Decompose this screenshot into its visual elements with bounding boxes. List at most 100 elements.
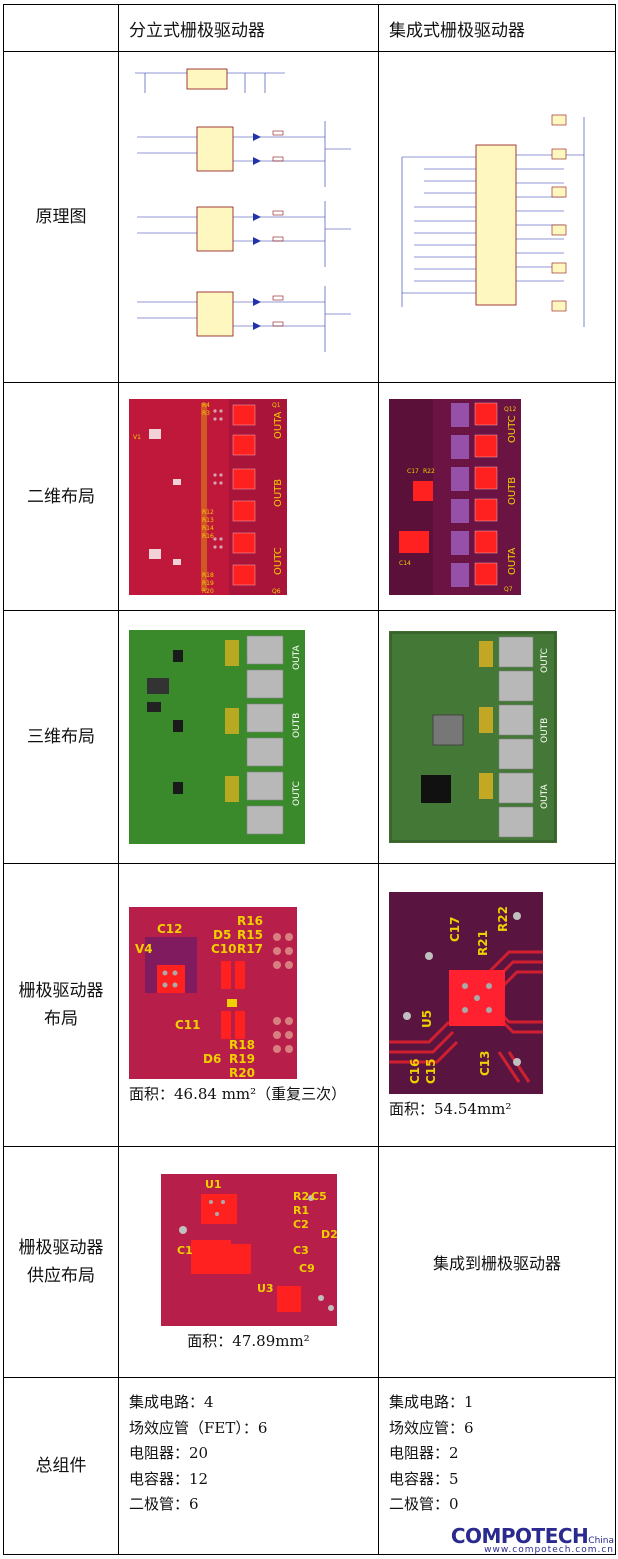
discrete-supply-layout-image: U1 R2 C5 R1 C2 C1 C3 D2 C9 U3 — [160, 1173, 337, 1326]
gate-layout-row: 栅极驱动器 布局 C12 V4 D5 C10 R16 R15 — [3, 863, 616, 1147]
integrated-gate-layout-image: C17 R21 R22 U5 C16 C15 C13 — [389, 891, 543, 1094]
integrated-gate-area: 面积：54.54mm² — [389, 1099, 512, 1118]
ref-r21-gate: R21 — [476, 930, 490, 956]
integrated-diode-count: 二极管：0 — [389, 1495, 459, 1513]
out-c-label-int: OUTC — [507, 415, 518, 443]
row-label-layout3d: 三维布局 — [3, 610, 119, 864]
discrete-resistor-count: 电阻器：20 — [129, 1444, 209, 1462]
components-row: 总组件 集成电路：4 场效应管（FET）：6 电阻器：20 电容器：12 二极管… — [3, 1377, 616, 1555]
row-label-gate-layout: 栅极驱动器 布局 — [3, 863, 119, 1147]
integrated-supply-text: 集成到栅极驱动器 — [378, 1146, 616, 1378]
discrete-layout2d-cell: V1 R4 R3 Q1 OUTA OUTB OUTC R12 R13 R14 R… — [118, 382, 379, 611]
schematic-stage-c — [136, 286, 351, 352]
ref-r22-gate: R22 — [496, 906, 510, 932]
ref-c11-gate: C11 — [175, 1018, 201, 1032]
discrete-supply-layout-cell: U1 R2 C5 R1 C2 C1 C3 D2 C9 U3 面积：47.89mm… — [118, 1146, 379, 1378]
out-c-label: OUTC — [273, 547, 284, 575]
ref-c12-gate: C12 — [157, 922, 183, 936]
layout3d-row: 三维布局 OUTA OUTB OUTC — [3, 610, 616, 864]
discrete-diode-count: 二极管：6 — [129, 1495, 199, 1513]
ref-r20-gate: R20 — [229, 1066, 255, 1079]
discrete-layout3d-cell: OUTA OUTB OUTC — [118, 610, 379, 864]
header-discrete: 分立式栅极驱动器 — [118, 4, 379, 52]
ref-r18-gate: R18 — [229, 1038, 255, 1052]
ref-u5-gate: U5 — [420, 1009, 434, 1027]
ref-q7: Q7 — [504, 586, 513, 593]
row-label-supply-layout: 栅极驱动器 供应布局 — [3, 1146, 119, 1378]
ref-r19: R19 — [202, 580, 214, 587]
schematic-stage-a — [136, 121, 351, 187]
ref-r20: R20 — [202, 588, 214, 595]
logo-china: China — [588, 1536, 614, 1546]
ref-r18: R18 — [202, 572, 214, 579]
ref-r13: R13 — [202, 517, 214, 524]
compotech-logo: COMPOTECHChina www.compotech.com.cn — [451, 1524, 614, 1555]
discrete-supply-area: 面积：47.89mm² — [187, 1331, 310, 1350]
discrete-capacitor-count: 电容器：12 — [129, 1469, 209, 1488]
integrated-schematic-cell — [378, 51, 616, 383]
ref-r16-gate: R16 — [237, 914, 263, 928]
integrated-ic-count: 集成电路：1 — [389, 1393, 474, 1411]
discrete-gate-layout-image: C12 V4 D5 C10 R16 R15 R17 C11 R18 D6 R19… — [129, 906, 297, 1079]
schematic-row: 原理图 — [3, 51, 616, 383]
out-b-3d: OUTB — [292, 713, 302, 738]
ref-r12: R12 — [202, 509, 214, 516]
out-b-label-int: OUTB — [507, 476, 518, 504]
row-label-components: 总组件 — [3, 1377, 119, 1555]
ref-c5-supply: C5 — [311, 1190, 327, 1203]
integrated-layout2d-image: Q12 OUTC OUTB OUTA C17 R22 C14 Q7 — [389, 398, 521, 595]
integrated-layout3d-cell: OUTC OUTB OUTA — [378, 610, 616, 864]
ref-r1-supply: R1 — [293, 1204, 309, 1217]
ref-r2-supply: R2 — [293, 1190, 309, 1203]
ref-c14: C14 — [399, 560, 411, 567]
out-c-3d-int: OUTC — [540, 648, 550, 673]
ref-q1: Q1 — [272, 402, 281, 409]
discrete-ic-count: 集成电路：4 — [129, 1393, 214, 1411]
discrete-components-cell: 集成电路：4 场效应管（FET）：6 电阻器：20 电容器：12 二极管：6 — [118, 1377, 379, 1555]
discrete-schematic-cell — [118, 51, 379, 383]
out-a-3d: OUTA — [292, 645, 302, 670]
ref-c15-gate: C15 — [424, 1058, 438, 1084]
integrated-layout2d-cell: Q12 OUTC OUTB OUTA C17 R22 C14 Q7 — [378, 382, 616, 611]
ref-r15-gate: R15 — [237, 928, 263, 942]
ref-r4: R4 — [202, 402, 210, 409]
ref-u3-supply: U3 — [257, 1282, 274, 1295]
out-c-3d: OUTC — [292, 781, 302, 806]
header-row: 分立式栅极驱动器 集成式栅极驱动器 — [3, 4, 616, 52]
ref-v1: V1 — [133, 434, 141, 441]
discrete-fet-count: 场效应管（FET）：6 — [129, 1418, 268, 1437]
ref-r14: R14 — [202, 525, 214, 532]
discrete-layout3d-image: OUTA OUTB OUTC — [129, 630, 305, 844]
ref-v4-gate: V4 — [135, 942, 153, 956]
ref-c1-supply: C1 — [177, 1244, 193, 1257]
gate-layout-label-line2: 布局 — [44, 1009, 78, 1029]
out-a-3d-int: OUTA — [540, 784, 550, 809]
supply-layout-label-line2: 供应布局 — [27, 1266, 95, 1286]
ref-d2-supply: D2 — [321, 1228, 337, 1241]
out-a-label: OUTA — [273, 411, 284, 439]
ref-c2-supply: C2 — [293, 1218, 309, 1231]
ref-c13-gate: C13 — [478, 1050, 492, 1076]
discrete-gate-area: 面积：46.84 mm²（重复三次） — [129, 1084, 347, 1103]
schematic-stage-b — [136, 201, 351, 267]
ref-u1-supply: U1 — [205, 1178, 222, 1191]
logo-main: COMPOTECH — [450, 1524, 589, 1548]
integrated-fet-count: 场效应管：6 — [389, 1418, 474, 1437]
ref-c16-gate: C16 — [408, 1058, 422, 1084]
ref-q6: Q6 — [272, 588, 281, 595]
discrete-layout2d-image: V1 R4 R3 Q1 OUTA OUTB OUTC R12 R13 R14 R… — [129, 398, 287, 595]
out-b-label: OUTB — [273, 478, 284, 506]
header-empty-cell — [3, 4, 119, 52]
row-label-layout2d: 二维布局 — [3, 382, 119, 611]
ref-d6-gate: D6 — [203, 1052, 221, 1066]
ref-r22: R22 — [423, 468, 435, 475]
gate-layout-label-line1: 栅极驱动器 — [18, 981, 104, 1001]
integrated-schematic-image — [384, 97, 610, 337]
out-a-label-int: OUTA — [507, 547, 518, 575]
layout2d-row: 二维布局 V1 R4 R3 — [3, 382, 616, 611]
ref-r16: R16 — [202, 533, 214, 540]
ref-c17-gate: C17 — [448, 916, 462, 942]
logo-url: www.compotech.com.cn — [484, 1545, 614, 1555]
row-label-schematic: 原理图 — [3, 51, 119, 383]
integrated-components-cell: 集成电路：1 场效应管：6 电阻器：2 电容器：5 二极管：0 — [378, 1377, 616, 1555]
